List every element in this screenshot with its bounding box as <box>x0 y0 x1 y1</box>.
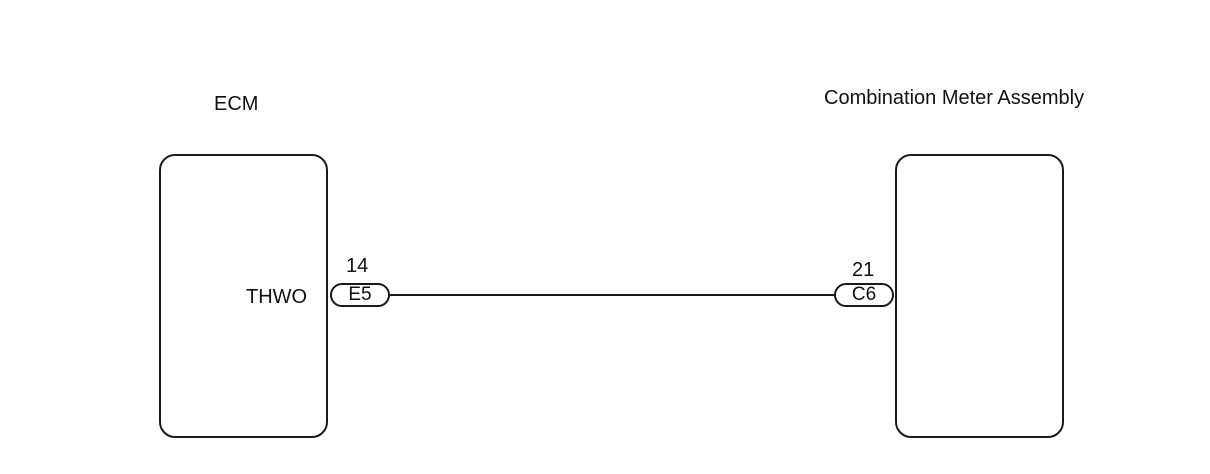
combination-meter-assembly-box <box>895 154 1064 438</box>
ecm-title: ECM <box>214 93 259 115</box>
meter-connector-badge: C6 <box>834 283 894 307</box>
ecm-pin-number: 14 <box>346 255 369 277</box>
combination-meter-assembly-title: Combination Meter Assembly <box>824 87 1085 109</box>
signal-wire <box>390 294 834 296</box>
ecm-box <box>159 154 328 438</box>
ecm-connector-badge: E5 <box>330 283 390 307</box>
signal-name-label: THWO <box>246 286 308 308</box>
meter-pin-number: 21 <box>852 259 875 281</box>
